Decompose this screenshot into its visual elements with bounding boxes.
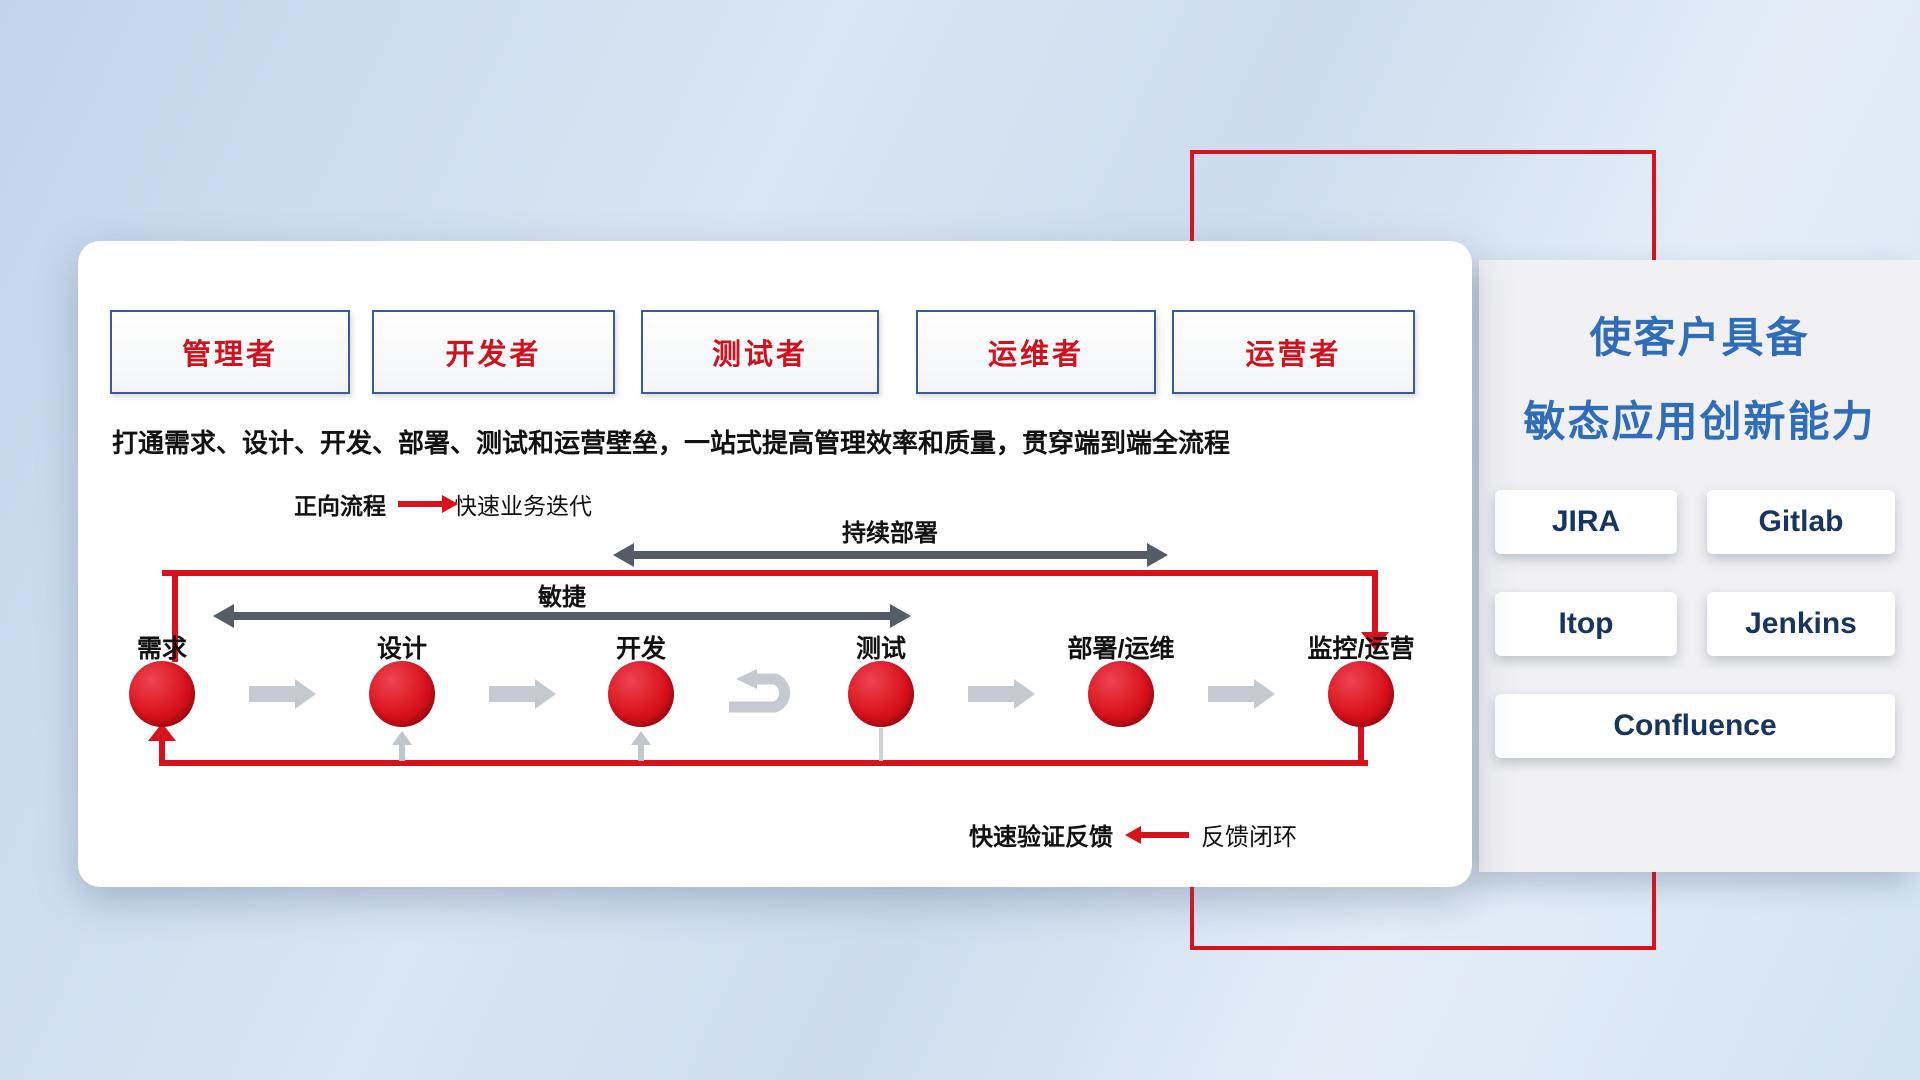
legend-forward-label: 正向流程 [294,493,386,519]
flow-arrow-1-icon [249,679,316,709]
subtitle: 打通需求、设计、开发、部署、测试和运营壁垒，一站式提高管理效率和质量，贯穿端到端… [112,428,1231,458]
tool-itop: Itop [1495,592,1677,656]
feedback-up-arrow-design-icon [392,731,412,761]
loop-bottom-line [162,760,1368,766]
tool-gitlab: Gitlab [1707,490,1895,554]
stage-label-test: 测试 [855,635,906,663]
stage-node-develop [608,661,674,727]
agile-arrow-icon [213,604,911,628]
loop-up-arrowhead-icon [148,723,176,741]
stage-label-requirements: 需求 [136,635,187,663]
stage-label-deploy-ops: 部署/运维 [1067,635,1175,663]
feedback-up-arrow-develop-icon [631,731,651,761]
loop-down-arrowhead-icon [1361,632,1389,650]
role-box-developer: 开发者 [372,310,615,394]
right-panel-title-line1: 使客户具备 [1589,314,1810,361]
role-box-tester: 测试者 [641,310,879,394]
right-panel: 使客户具备 敏态应用创新能力 JIRA Gitlab Itop Jenkins … [1479,260,1920,872]
role-box-ops: 运维者 [916,310,1156,394]
forward-arrow-icon [398,495,458,513]
stage-label-design: 设计 [376,635,427,663]
flow-arrow-2-icon [489,679,556,709]
feedback-arrow-icon [1125,825,1189,844]
loop-right-bottom-vertical [1358,727,1364,766]
feedback-line-test-icon [879,728,883,761]
legend-feedback-label: 快速验证反馈 [969,824,1113,851]
stage-label-monitor-op: 监控/运营 [1307,635,1415,663]
flow-arrow-4-icon [1208,679,1275,709]
role-box-manager: 管理者 [110,310,350,394]
main-panel: 管理者 开发者 测试者 运维者 运营者 打通需求、设计、开发、部署、测试和运营壁… [78,241,1472,887]
stage-node-deploy-ops [1088,661,1154,727]
tool-confluence: Confluence [1495,694,1895,758]
label-continuous-deploy: 持续部署 [842,520,938,547]
stage-node-requirements [129,661,195,727]
legend-forward: 正向流程 快速业务迭代 [294,487,592,521]
right-panel-title-line2: 敏态应用创新能力 [1523,398,1876,445]
loop-left-top-vertical [172,570,178,662]
stage-label-develop: 开发 [615,635,666,663]
stage-node-test [848,661,914,727]
tool-jira: JIRA [1495,490,1677,554]
loop-right-top-vertical [1372,570,1378,632]
label-agile: 敏捷 [538,584,586,611]
legend-feedback-value: 反馈闭环 [1201,824,1297,851]
continuous-deploy-arrow-icon [613,543,1168,567]
stage-node-monitor-op [1328,661,1394,727]
flow-arrow-3-icon [968,679,1035,709]
loop-left-bottom-vertical [159,741,165,766]
legend-feedback: 快速验证反馈 反馈闭环 [969,817,1297,852]
stage-node-design [369,661,435,727]
loop-top-line [162,570,1378,576]
tool-jenkins: Jenkins [1707,592,1895,656]
legend-forward-value: 快速业务迭代 [454,493,592,519]
iterate-uturn-arrow-icon [729,669,791,713]
role-box-operator: 运营者 [1172,310,1415,394]
